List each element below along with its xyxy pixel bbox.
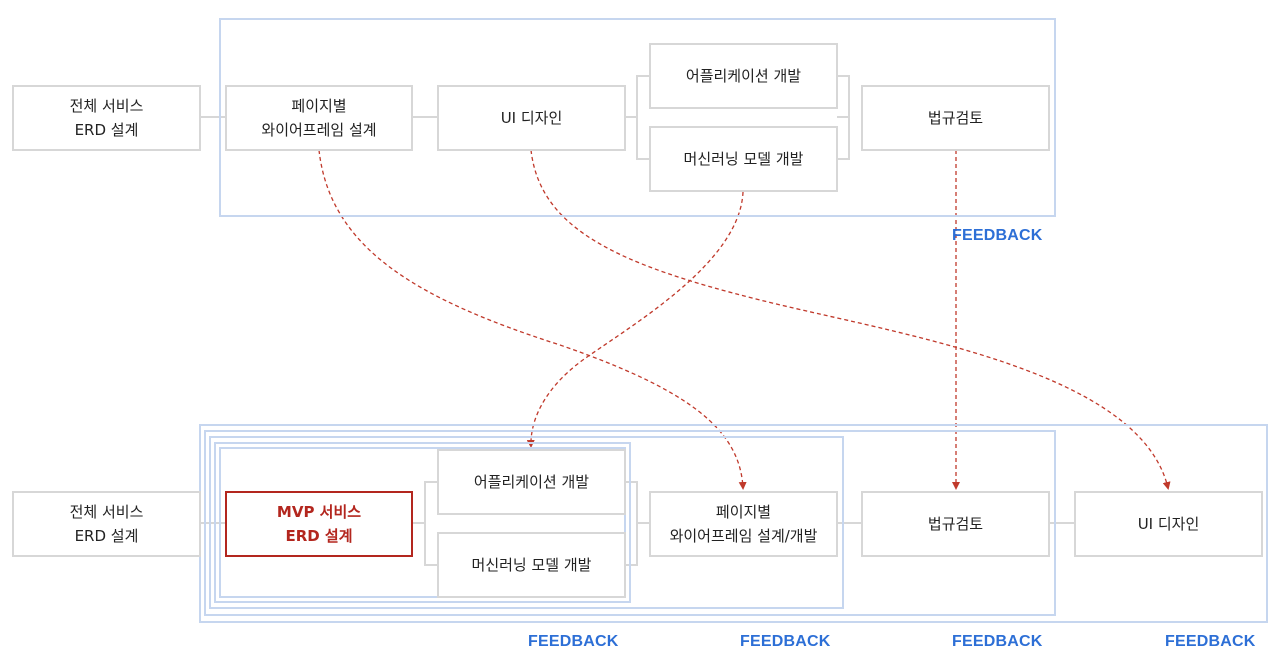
bottom-wireframe-box: 페이지별 와이어프레임 설계/개발 <box>649 491 838 557</box>
bottom-feedback-label-3: FEEDBACK <box>952 633 1043 650</box>
bottom-wireframe-line-2: 와이어프레임 설계/개발 <box>669 527 818 545</box>
bottom-frame-3 <box>204 430 1056 616</box>
bottom-ml-label: 머신러닝 모델 개발 <box>471 556 592 574</box>
bottom-app-label: 어플리케이션 개발 <box>473 473 590 491</box>
bottom-erd-line-1: 전체 서비스 <box>69 503 144 521</box>
bottom-frame-2 <box>209 436 844 609</box>
bottom-ui-label: UI 디자인 <box>1137 515 1200 533</box>
top-legal-box: 법규검토 <box>861 85 1050 151</box>
bottom-mvp-line-2: ERD 설계 <box>285 527 353 545</box>
bottom-erd-line-2: ERD 설계 <box>74 527 139 545</box>
top-erd-line-2: ERD 설계 <box>74 121 139 139</box>
bottom-feedback-label-1: FEEDBACK <box>528 633 619 650</box>
bottom-ml-box: 머신러닝 모델 개발 <box>437 532 626 598</box>
bottom-feedback-label-4: FEEDBACK <box>1165 633 1256 650</box>
bottom-app-box: 어플리케이션 개발 <box>437 449 626 515</box>
top-app-box: 어플리케이션 개발 <box>649 43 838 109</box>
arrow-wireframe <box>318 149 747 490</box>
top-legal-label: 법규검토 <box>927 109 984 127</box>
bottom-legal-label: 법규검토 <box>927 515 984 533</box>
top-erd-line-1: 전체 서비스 <box>69 97 144 115</box>
top-feedback-label: FEEDBACK <box>952 227 1043 244</box>
top-wireframe-box: 페이지별 와이어프레임 설계 <box>225 85 413 151</box>
top-app-label: 어플리케이션 개발 <box>685 67 802 85</box>
bottom-legal-box: 법규검토 <box>861 491 1050 557</box>
bottom-erd-box: 전체 서비스 ERD 설계 <box>12 491 201 557</box>
top-wireframe-line-1: 페이지별 <box>291 97 347 115</box>
top-ml-box: 머신러닝 모델 개발 <box>649 126 838 192</box>
bottom-wireframe-line-1: 페이지별 <box>715 503 772 521</box>
top-ml-label: 머신러닝 모델 개발 <box>683 150 804 168</box>
bottom-feedback-label-2: FEEDBACK <box>740 633 831 650</box>
top-erd-box: 전체 서비스 ERD 설계 <box>12 85 201 151</box>
bottom-ui-box: UI 디자인 <box>1074 491 1263 557</box>
top-ui-label: UI 디자인 <box>500 109 563 127</box>
arrow-ml <box>526 191 744 448</box>
top-connectors <box>200 75 850 160</box>
top-ui-box: UI 디자인 <box>437 85 626 151</box>
bottom-frame-inner <box>214 442 631 603</box>
top-group-frame <box>219 18 1056 217</box>
bottom-mvp-line-1: MVP 서비스 <box>276 503 362 521</box>
bottom-mvp-box: MVP 서비스 ERD 설계 <box>225 491 413 557</box>
top-wireframe-line-2: 와이어프레임 설계 <box>261 121 377 139</box>
bottom-frame-innermost <box>219 447 626 598</box>
bottom-connectors <box>200 481 1075 566</box>
